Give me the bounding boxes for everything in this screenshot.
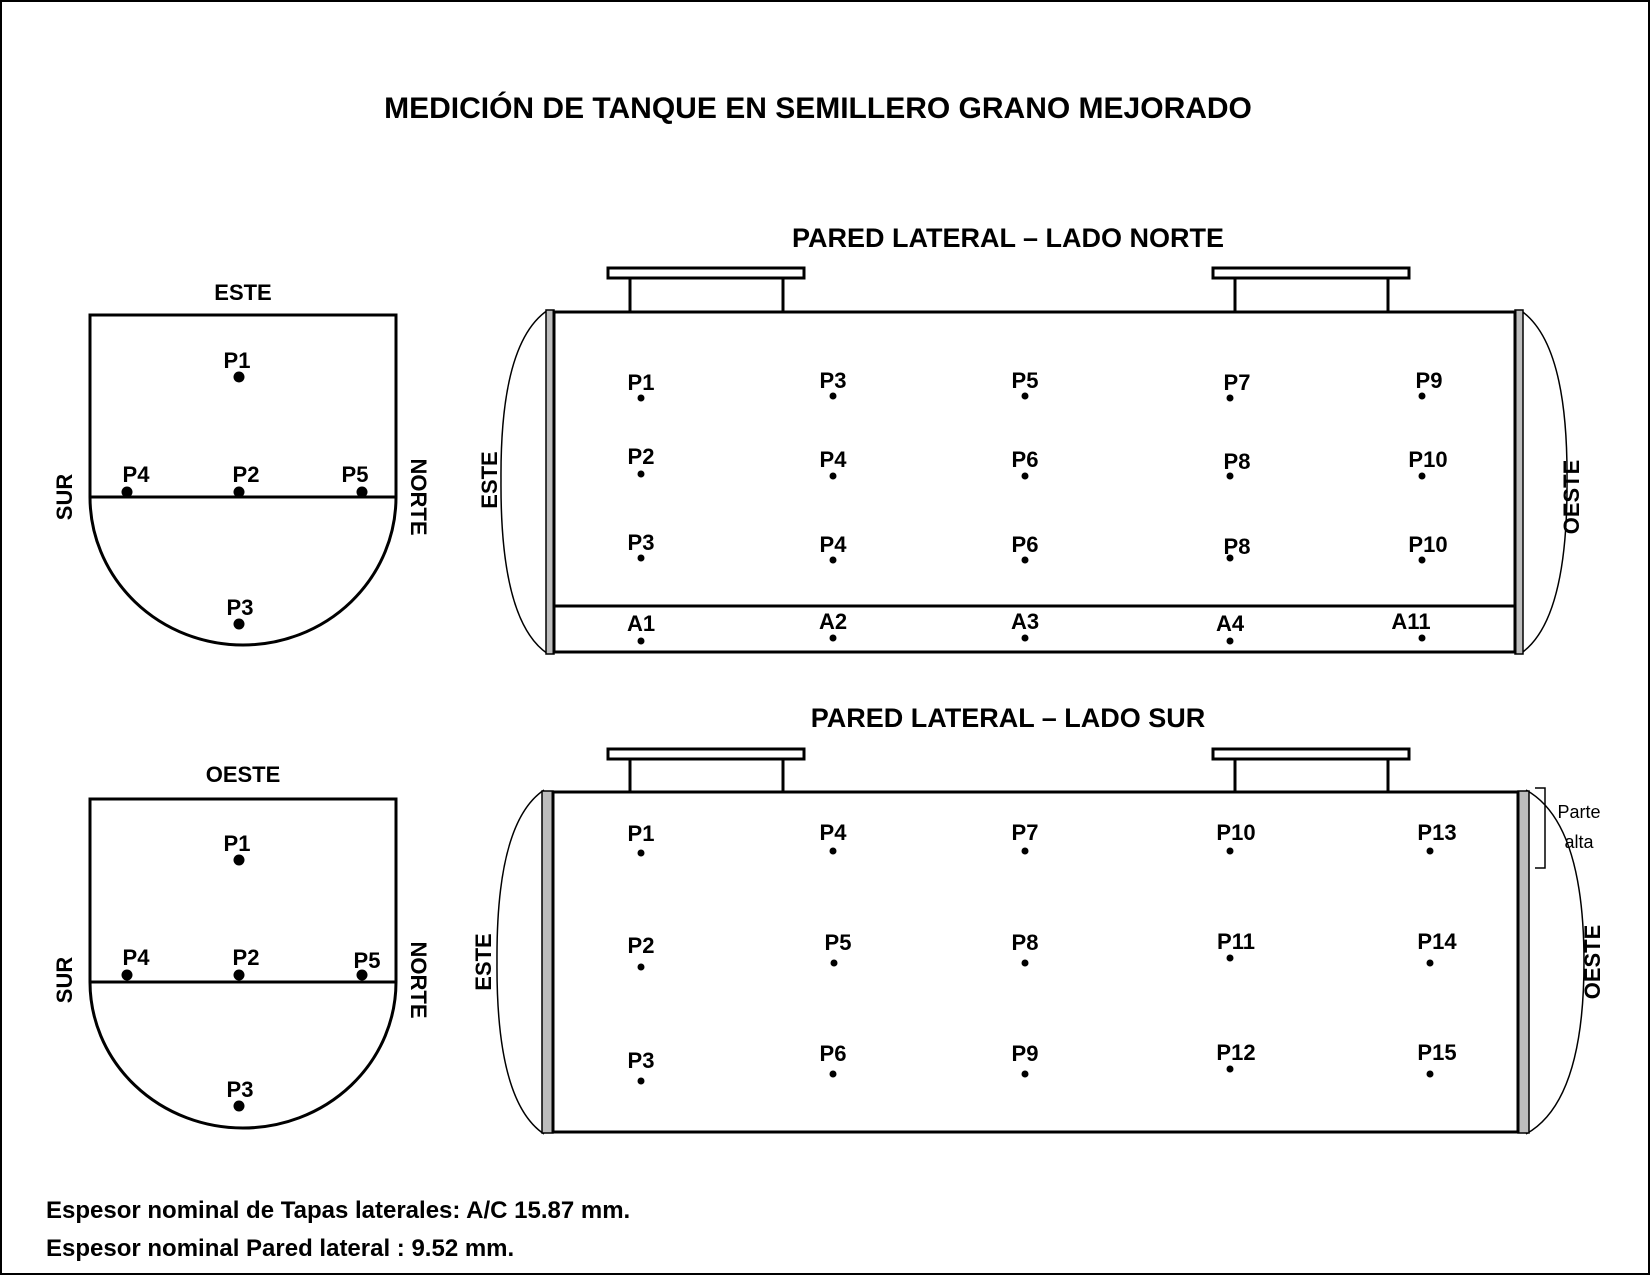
point-grid: P1 P3 P5 P7 P9 P2 P4 P6 P8 P10 P3 P4 P6 … <box>627 368 1448 645</box>
point-label: A11 <box>1391 609 1430 634</box>
note-shell-thickness: Espesor nominal Pared lateral : 9.52 mm. <box>46 1235 514 1262</box>
tank-head-right <box>1525 789 1585 1135</box>
point-label: P9 <box>1416 368 1443 393</box>
point-label: A1 <box>627 611 655 636</box>
point-label: P9 <box>1012 1041 1039 1066</box>
end-view-top-label: OESTE <box>206 762 281 787</box>
nozzle-left <box>606 747 806 792</box>
side-view-title: PARED LATERAL – LADO SUR <box>811 703 1206 733</box>
note-heads-thickness: Espesor nominal de Tapas laterales: A/C … <box>46 1197 630 1224</box>
side-view-right-label: OESTE <box>1580 925 1605 1000</box>
end-view-right-label: NORTE <box>406 942 431 1019</box>
point-label: P14 <box>1417 929 1457 954</box>
side-view-left-label: ESTE <box>471 933 496 990</box>
measurement-point-marker <box>356 486 368 498</box>
measurement-point-marker <box>356 969 368 981</box>
measurement-point-marker <box>233 969 245 981</box>
point-label: P1 <box>628 821 655 846</box>
end-view-left-label: SUR <box>52 957 77 1004</box>
point-label: P1 <box>224 348 251 373</box>
point-label: P10 <box>1216 820 1255 845</box>
point-label: P8 <box>1224 534 1251 559</box>
measurement-point-marker <box>233 486 245 498</box>
nozzle-right <box>1211 266 1411 312</box>
point-label: P13 <box>1417 820 1456 845</box>
point-label: A2 <box>819 609 847 634</box>
point-label: P1 <box>628 370 655 395</box>
end-view-left-label: SUR <box>52 474 77 521</box>
point-grid: P1 P4 P7 P10 P13 P2 P5 P8 P11 P14 P3 P6 … <box>628 820 1457 1085</box>
bracket-label: Parte <box>1557 802 1600 822</box>
tank-head-right <box>1519 309 1568 655</box>
point-label: A4 <box>1216 611 1245 636</box>
point-label: P4 <box>820 820 848 845</box>
point-label: P5 <box>825 930 852 955</box>
weld-band-left <box>541 790 554 1134</box>
tank-head-left <box>500 309 549 655</box>
measurement-point-marker <box>233 1100 245 1112</box>
point-label: P11 <box>1217 929 1255 954</box>
point-label: P8 <box>1224 449 1251 474</box>
nozzle-left <box>606 266 806 312</box>
nozzle-right <box>1211 747 1411 792</box>
measurement-point-marker <box>233 854 245 866</box>
point-label: P3 <box>628 1048 655 1073</box>
measurement-point-marker <box>233 371 245 383</box>
point-label: P4 <box>820 447 848 472</box>
point-label: P15 <box>1417 1040 1456 1065</box>
point-label: P10 <box>1408 447 1447 472</box>
weld-band-right <box>1517 790 1530 1134</box>
main-title: MEDICIÓN DE TANQUE EN SEMILLERO GRANO ME… <box>384 91 1252 125</box>
end-view-top-label: ESTE <box>214 280 271 305</box>
side-view-left-label: ESTE <box>477 451 502 508</box>
end-view-oeste: OESTE SUR NORTE P1 P2 P3 P4 P5 <box>52 762 431 1130</box>
point-label: P5 <box>342 462 369 487</box>
point-label: P2 <box>628 933 655 958</box>
point-label: P2 <box>233 945 260 970</box>
bracket-label: alta <box>1564 832 1594 852</box>
end-view-outline <box>88 313 398 647</box>
point-label: P6 <box>820 1041 847 1066</box>
side-view-norte: PARED LATERAL – LADO NORTE ESTE OESTE P1… <box>477 223 1584 655</box>
tank-shell <box>551 790 1520 1134</box>
point-label: A3 <box>1011 609 1039 634</box>
point-label: P10 <box>1408 532 1447 557</box>
point-label: P4 <box>123 945 151 970</box>
point-label: P6 <box>1012 532 1039 557</box>
point-label: P5 <box>354 948 381 973</box>
point-label: P12 <box>1216 1040 1255 1065</box>
upper-zone-bracket <box>1535 787 1546 869</box>
tank-head-left <box>496 789 545 1135</box>
point-label: P1 <box>224 831 251 856</box>
point-label: P6 <box>1012 447 1039 472</box>
side-view-title: PARED LATERAL – LADO NORTE <box>792 223 1224 253</box>
measurement-point-marker <box>233 618 245 630</box>
side-view-sur: PARED LATERAL – LADO SUR ESTE OESTE Part… <box>471 703 1605 1135</box>
end-view-este: ESTE SUR NORTE P1 P2 P3 P4 P5 <box>52 280 431 647</box>
point-label: P3 <box>628 530 655 555</box>
point-label: P3 <box>820 368 847 393</box>
point-label: P8 <box>1012 930 1039 955</box>
point-label: P7 <box>1012 820 1039 845</box>
point-label: P3 <box>227 1077 254 1102</box>
end-view-right-label: NORTE <box>406 459 431 536</box>
point-label: P5 <box>1012 368 1039 393</box>
tank-shell <box>552 310 1517 654</box>
measurement-point-marker <box>121 486 133 498</box>
end-view-outline <box>88 797 398 1130</box>
point-label: P2 <box>233 462 260 487</box>
point-label: P4 <box>820 532 848 557</box>
point-label: P4 <box>123 462 151 487</box>
point-label: P2 <box>628 444 655 469</box>
point-label: P7 <box>1224 370 1251 395</box>
point-label: P3 <box>227 595 254 620</box>
side-view-right-label: OESTE <box>1559 460 1584 535</box>
measurement-point-marker <box>121 969 133 981</box>
